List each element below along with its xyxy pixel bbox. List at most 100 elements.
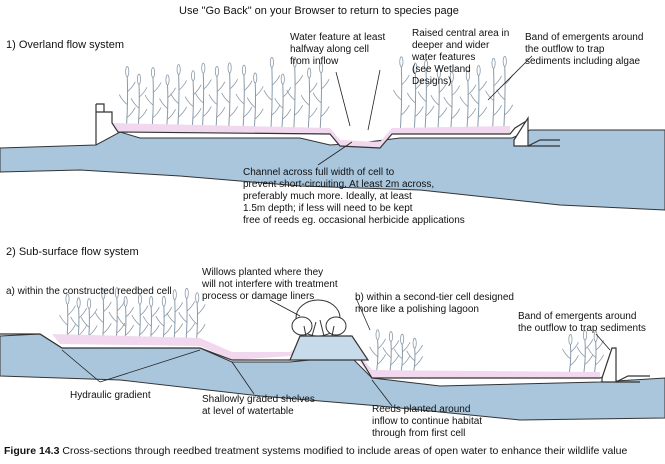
reed-leaf	[150, 324, 160, 336]
section-1-title: 1) Overland flow system	[6, 39, 124, 51]
reed-leaf	[451, 85, 461, 96]
reed-leaf	[320, 79, 330, 90]
leader-channel	[317, 141, 353, 166]
reed-leaf	[308, 82, 318, 94]
reed-leaf	[425, 105, 435, 117]
bank-right-2	[615, 375, 650, 383]
reed-leaf	[493, 75, 502, 87]
reed-leaf	[254, 108, 264, 120]
reed-leaf	[184, 96, 194, 107]
reed-leaf	[142, 315, 152, 327]
reed-leaf	[271, 104, 281, 116]
reed-head	[151, 67, 156, 78]
reed-stem	[228, 72, 231, 131]
reed-leaf	[470, 93, 479, 105]
reed-leaf	[203, 79, 212, 90]
reed-leaf	[59, 314, 68, 326]
reed-leaf	[178, 106, 188, 118]
reed-head	[191, 70, 196, 82]
band-emergents-label-2: Band of emergents around the outflow to …	[518, 311, 646, 334]
water-feature-label: Water feature at least halfway along cel…	[290, 32, 386, 67]
reed-head	[491, 57, 496, 69]
reed-leaf	[443, 96, 453, 108]
liner-2	[52, 334, 600, 378]
reed-leaf	[478, 106, 487, 118]
reed-head	[136, 73, 141, 85]
reed-leaf	[139, 324, 149, 335]
reed-leaf	[196, 323, 206, 335]
reed-leaf	[562, 348, 571, 360]
reed-leaf	[414, 344, 424, 356]
water-body-1	[0, 129, 665, 211]
section-2-profile	[0, 299, 665, 421]
reed-leaf	[584, 354, 594, 365]
reed-head	[137, 293, 142, 305]
reed-leaf	[221, 92, 230, 104]
reed-stem	[583, 340, 586, 373]
reed-leaf	[294, 104, 304, 116]
reed-leaf	[144, 94, 154, 106]
reed-leaf	[438, 107, 448, 118]
reed-head	[76, 297, 81, 309]
reeds-cell-2b	[369, 329, 605, 373]
reed-head	[399, 56, 404, 68]
reed-leaf	[382, 347, 392, 358]
reed-head	[201, 62, 206, 74]
reed-leaf	[150, 307, 160, 318]
reed-head	[400, 333, 405, 345]
leader-band-emergents-2	[595, 333, 611, 351]
reed-head	[424, 59, 429, 71]
reed-stem	[293, 67, 296, 131]
reed-leaf	[417, 91, 427, 102]
reed-head	[101, 288, 106, 300]
reed-head	[502, 56, 507, 67]
reed-leaf	[138, 108, 148, 120]
reed-leaf	[570, 342, 579, 353]
reed-leaf	[377, 354, 386, 365]
reed-leaf	[152, 107, 162, 118]
leader-band-emergents-1	[487, 55, 533, 101]
reed-head	[476, 65, 481, 76]
reed-head	[241, 64, 246, 76]
reed-leaf	[116, 322, 126, 334]
reed-head	[123, 296, 128, 307]
reed-head	[307, 67, 312, 79]
reed-head	[114, 287, 119, 299]
reed-leaf	[271, 75, 281, 86]
reed-leaf	[188, 314, 198, 325]
reed-head	[125, 66, 130, 77]
reed-leaf	[294, 74, 304, 86]
reed-leaf	[320, 106, 330, 117]
reed-leaf	[496, 89, 505, 101]
reed-leaf	[67, 305, 76, 316]
reed-head	[465, 70, 470, 82]
reed-stem	[307, 77, 311, 131]
reed-leaf	[70, 316, 79, 328]
section-2-title: 2) Sub-surface flow system	[6, 246, 139, 258]
reed-leaf	[178, 80, 188, 91]
reed-leaf	[263, 90, 273, 101]
reed-leaf	[155, 315, 165, 327]
reed-leaf	[170, 93, 179, 104]
reed-stem	[400, 344, 403, 373]
reed-stem	[253, 82, 257, 131]
reed-leaf	[414, 356, 424, 367]
reed-leaf	[451, 108, 461, 119]
reed-leaf	[139, 305, 149, 317]
reed-stem	[389, 341, 392, 373]
reed-leaf	[415, 106, 424, 117]
hydraulic-gradient-label: Hydraulic gradient	[70, 390, 151, 401]
reed-leaf	[584, 339, 594, 350]
reed-leaf	[393, 89, 402, 101]
willow-trees	[291, 299, 347, 337]
reed-leaf	[67, 324, 76, 335]
reed-head	[65, 293, 70, 305]
reed-head	[582, 329, 587, 341]
reed-leaf	[229, 106, 238, 117]
reed-leaf	[174, 302, 184, 313]
reed-leaf	[94, 312, 104, 323]
reed-leaf	[406, 350, 415, 361]
reed-leaf	[274, 97, 284, 109]
reed-leaf	[282, 86, 292, 98]
band-emergents-label-1: Band of emergents around the outflow to …	[525, 32, 644, 67]
